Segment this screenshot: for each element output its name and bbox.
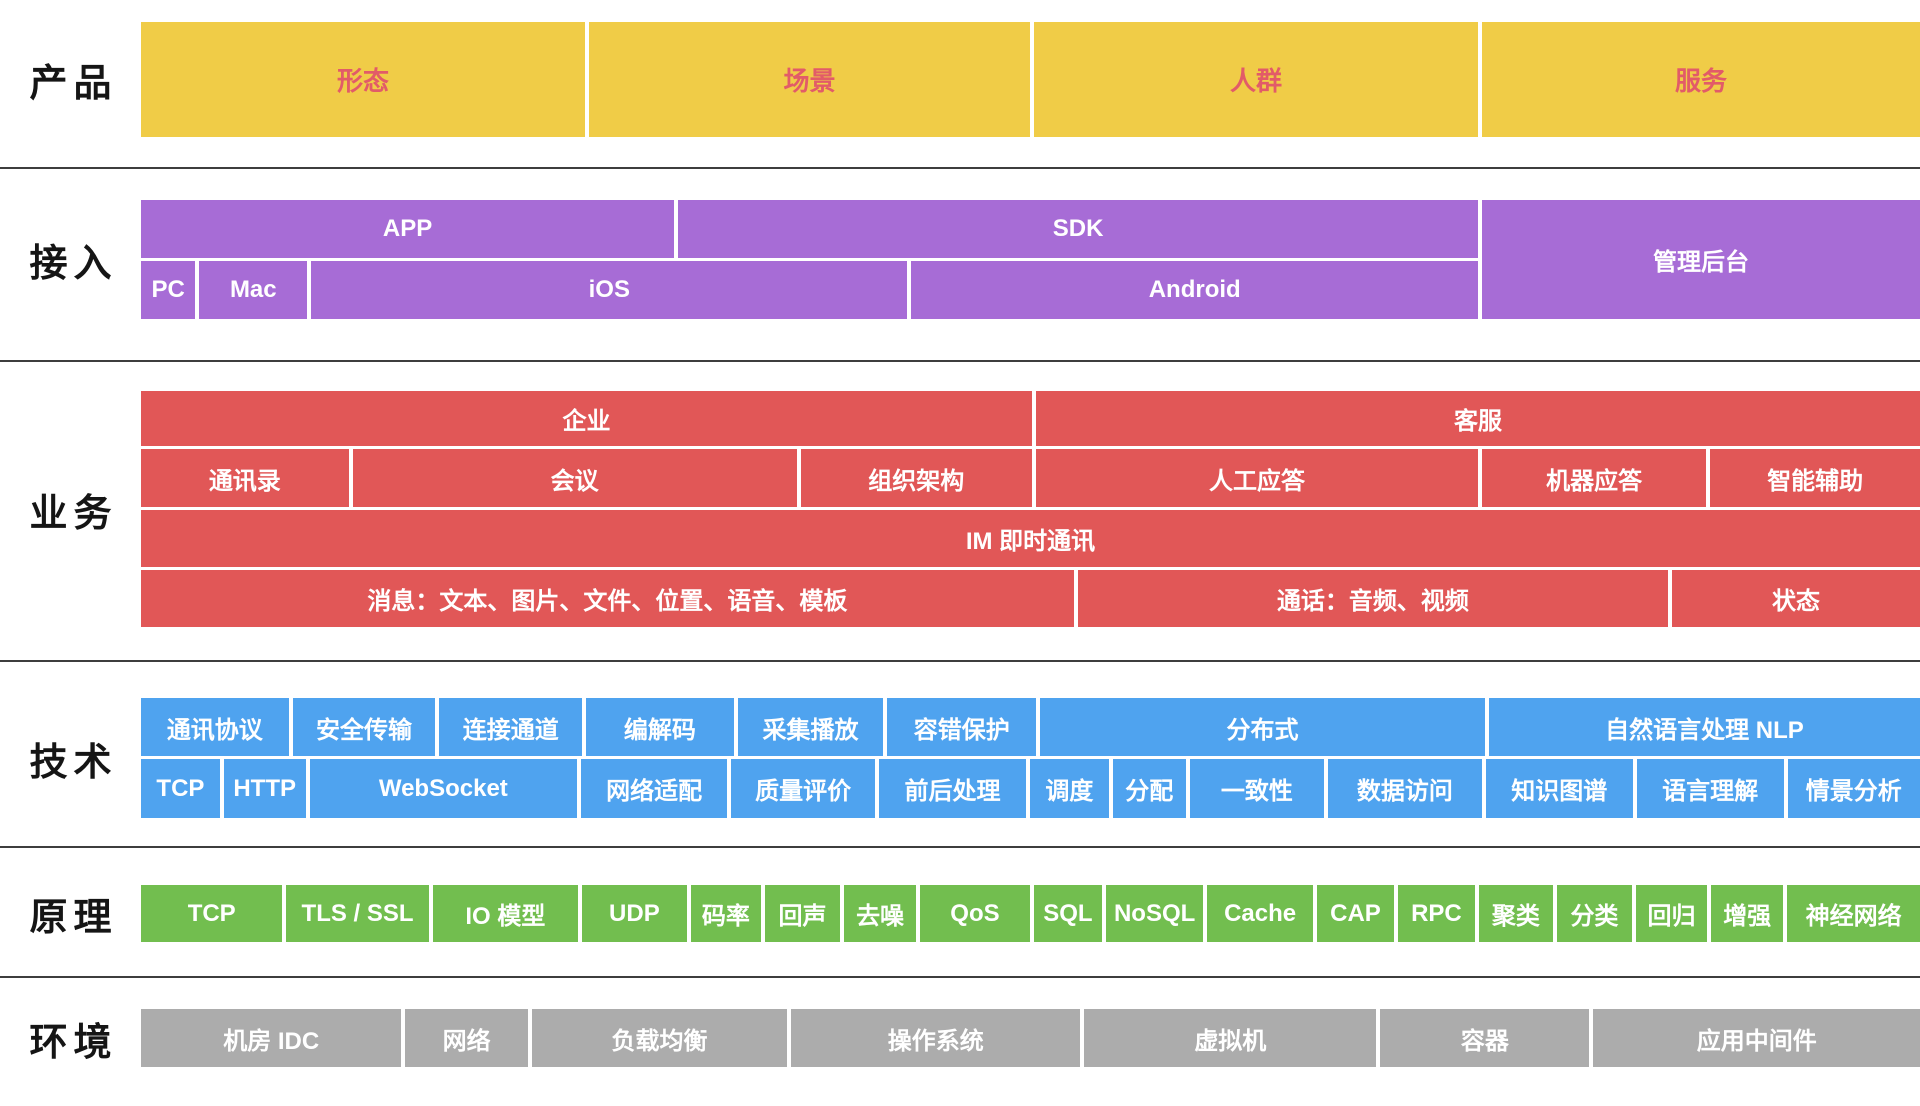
layer-label-business: 业务: [29, 492, 118, 535]
cell-p-classification: 分类: [1552, 885, 1632, 942]
cell-middleware: 应用中间件: [1589, 1009, 1920, 1067]
cell-idc: 机房 IDC: [141, 1009, 402, 1067]
cell-p-denoise: 去噪: [840, 885, 917, 942]
cell-contacts: 通讯录: [141, 449, 349, 507]
cell-p-nosql: NoSQL: [1102, 885, 1204, 942]
section-divider: [0, 360, 1920, 362]
cell-customer-service: 客服: [1031, 391, 1920, 446]
cell-p-sql: SQL: [1029, 885, 1103, 942]
cell-scene: 场景: [584, 22, 1030, 137]
cell-os: 操作系统: [787, 1009, 1081, 1067]
cell-http: HTTP: [219, 759, 306, 818]
cell-p-cache: Cache: [1203, 885, 1313, 942]
cell-codec: 编解码: [582, 698, 734, 756]
cell-p-tls-ssl: TLS / SSL: [282, 885, 429, 942]
cell-human-reply: 人工应答: [1031, 449, 1478, 507]
access-row-bottom: PC Mac iOS Android: [141, 261, 1478, 319]
cell-pre-post-processing: 前后处理: [875, 759, 1026, 818]
cell-audience: 人群: [1029, 22, 1478, 137]
layer-business: 业务 企业 客服 通讯录 会议 组织架构 人工应答 机器应答 智能辅助 IM 即…: [0, 391, 1920, 627]
cell-connection-channel: 连接通道: [435, 698, 583, 756]
cell-app: APP: [141, 200, 675, 258]
cell-android: Android: [907, 261, 1478, 319]
cell-nlp: 自然语言处理 NLP: [1484, 698, 1920, 756]
cell-network: 网络: [401, 1009, 528, 1067]
technology-row-1: 通讯协议 安全传输 连接通道 编解码 采集播放 容错保护 分布式 自然语言处理 …: [141, 698, 1920, 756]
cell-knowledge-graph: 知识图谱: [1481, 759, 1633, 818]
business-row-4: 消息：文本、图片、文件、位置、语音、模板 通话：音频、视频 状态: [141, 570, 1920, 627]
layer-technology: 技术 通讯协议 安全传输 连接通道 编解码 采集播放 容错保护 分布式 自然语言…: [0, 698, 1920, 818]
cell-message-types: 消息：文本、图片、文件、位置、语音、模板: [141, 570, 1074, 627]
layer-access: 接入 APP SDK PC Mac iOS Android 管理后台: [0, 200, 1920, 319]
cell-admin-console: 管理后台: [1477, 200, 1920, 319]
cell-p-qos: QoS: [916, 885, 1030, 942]
cell-p-bitrate: 码率: [686, 885, 761, 942]
cell-context-analysis: 情景分析: [1783, 759, 1920, 818]
cell-p-io-model: IO 模型: [428, 885, 578, 942]
business-row-2: 通讯录 会议 组织架构 人工应答 机器应答 智能辅助: [141, 449, 1920, 507]
cell-p-rpc: RPC: [1393, 885, 1475, 942]
cell-pc: PC: [141, 261, 196, 319]
cell-p-reinforcement: 增强: [1707, 885, 1784, 942]
cell-mac: Mac: [195, 261, 308, 319]
cell-p-clustering: 聚类: [1474, 885, 1553, 942]
business-row-3: IM 即时通讯: [141, 510, 1920, 567]
section-divider: [0, 846, 1920, 848]
cell-status: 状态: [1668, 570, 1920, 627]
cell-p-udp: UDP: [577, 885, 687, 942]
cell-fault-tolerance: 容错保护: [883, 698, 1037, 756]
cell-distributed: 分布式: [1036, 698, 1485, 756]
cell-vm: 虚拟机: [1080, 1009, 1377, 1067]
cell-container: 容器: [1376, 1009, 1590, 1067]
layer-label-environment: 环境: [29, 1021, 118, 1064]
cell-secure-transfer: 安全传输: [288, 698, 436, 756]
cell-meeting: 会议: [348, 449, 797, 507]
cell-websocket: WebSocket: [305, 759, 578, 818]
cell-quality-eval: 质量评价: [727, 759, 876, 818]
cell-bot-reply: 机器应答: [1477, 449, 1707, 507]
principle-row: TCP TLS / SSL IO 模型 UDP 码率 回声 去噪 QoS SQL…: [141, 885, 1920, 942]
layer-label-access: 接入: [29, 243, 118, 285]
cell-p-regression: 回归: [1631, 885, 1708, 942]
cell-consistency: 一致性: [1185, 759, 1325, 818]
business-row-1: 企业 客服: [141, 391, 1920, 446]
section-divider: [0, 167, 1920, 169]
cell-data-access: 数据访问: [1324, 759, 1482, 818]
cell-form: 形态: [141, 22, 585, 137]
cell-network-adapt: 网络适配: [577, 759, 728, 818]
access-row-top: APP SDK: [141, 200, 1478, 258]
cell-comm-protocol: 通讯协议: [141, 698, 289, 756]
layer-label-principle: 原理: [29, 897, 118, 939]
technology-row-2: TCP HTTP WebSocket 网络适配 质量评价 前后处理 调度 分配 …: [141, 759, 1920, 818]
layer-principle: 原理 TCP TLS / SSL IO 模型 UDP 码率 回声 去噪 QoS …: [0, 885, 1920, 942]
cell-service: 服务: [1477, 22, 1920, 137]
cell-tcp: TCP: [141, 759, 220, 818]
cell-allocation: 分配: [1108, 759, 1186, 818]
cell-sdk: SDK: [674, 200, 1478, 258]
cell-call-types: 通话：音频、视频: [1073, 570, 1669, 627]
layer-product: 产品 形态 场景 人群 服务: [0, 22, 1920, 137]
layer-label-technology: 技术: [29, 741, 118, 784]
cell-load-balancing: 负载均衡: [527, 1009, 788, 1067]
cell-p-tcp: TCP: [141, 885, 283, 942]
cell-capture-playback: 采集播放: [733, 698, 884, 756]
cell-p-echo: 回声: [760, 885, 840, 942]
cell-language-understanding: 语言理解: [1632, 759, 1784, 818]
section-divider: [0, 660, 1920, 662]
layer-environment: 环境 机房 IDC 网络 负载均衡 操作系统 虚拟机 容器 应用中间件: [0, 1009, 1920, 1067]
layer-label-product: 产品: [29, 63, 118, 105]
cell-ios: iOS: [307, 261, 908, 319]
environment-row: 机房 IDC 网络 负载均衡 操作系统 虚拟机 容器 应用中间件: [141, 1009, 1920, 1067]
cell-enterprise: 企业: [141, 391, 1032, 446]
product-row: 形态 场景 人群 服务: [141, 22, 1920, 137]
access-grid: APP SDK PC Mac iOS Android 管理后台: [141, 200, 1920, 319]
cell-im: IM 即时通讯: [141, 510, 1920, 567]
cell-p-cap: CAP: [1313, 885, 1394, 942]
cell-org-structure: 组织架构: [796, 449, 1032, 507]
cell-smart-assist: 智能辅助: [1706, 449, 1920, 507]
cell-scheduling: 调度: [1026, 759, 1109, 818]
cell-p-neural-network: 神经网络: [1783, 885, 1920, 942]
section-divider: [0, 976, 1920, 978]
